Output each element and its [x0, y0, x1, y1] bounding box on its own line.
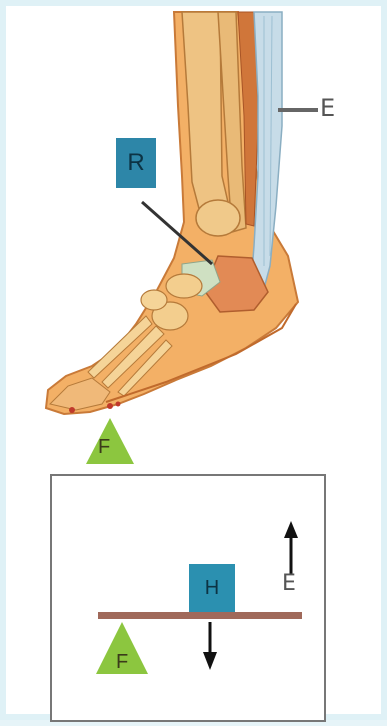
load-label-box: H [189, 564, 235, 612]
load-label: H [205, 577, 219, 600]
resistance-label: R [127, 149, 144, 177]
fulcrum-label-bottom: F [116, 651, 128, 674]
arrow-down-icon [203, 622, 217, 670]
arrow-up-icon [284, 521, 298, 574]
fulcrum-label-top: F [98, 436, 110, 459]
effort-label-bottom: E [282, 571, 296, 596]
lever-beam [98, 612, 302, 619]
effort-label-top: E [320, 94, 335, 122]
resistance-label-box: R [116, 138, 156, 188]
